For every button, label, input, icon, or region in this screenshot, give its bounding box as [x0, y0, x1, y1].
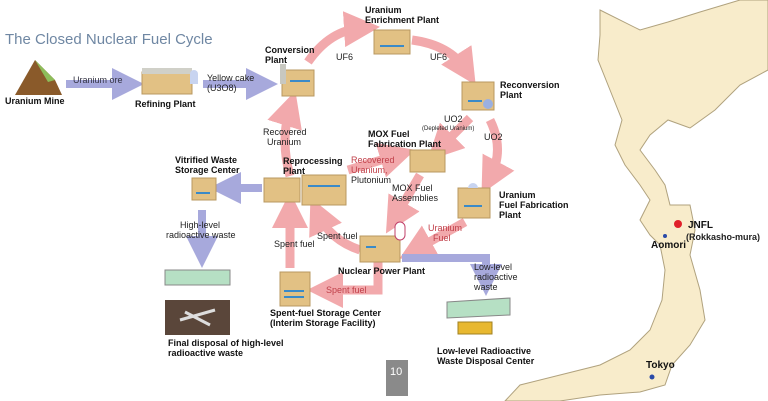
enrichment-plant-icon	[373, 29, 411, 55]
mox-plant-icon	[409, 149, 446, 173]
high-level-label-2: radioactive waste	[166, 230, 236, 240]
facility-labels: Uranium Mine Refining Plant Conversion P…	[5, 5, 569, 366]
npp-label: Nuclear Power Plant	[338, 266, 425, 276]
refining-plant-label: Refining Plant	[135, 99, 196, 109]
arrow-fuel-fab-to-npp	[399, 218, 468, 259]
tokyo-label: Tokyo	[646, 360, 675, 371]
uranium-fuel-label-1: Uranium	[428, 223, 462, 233]
fuel-fab-label-1: Uranium	[499, 190, 536, 200]
mox-label-1: MOX Fuel	[368, 129, 410, 139]
spent-fuel-label-c: Spent fuel	[326, 285, 367, 295]
final-disposal-icon	[164, 269, 231, 335]
enrichment-label-1: Uranium	[365, 5, 402, 15]
cycle-arrows	[267, 11, 515, 308]
fuel-fab-label-3: Plant	[499, 210, 521, 220]
page-title: The Closed Nuclear Fuel Cycle	[5, 31, 213, 48]
uranium-mine-icon	[15, 60, 62, 95]
page-number: 10	[390, 366, 402, 378]
arrow-conversion-to-enrichment	[304, 11, 380, 65]
vitrified-label-2: Storage Center	[175, 165, 240, 175]
facility-icons	[15, 29, 511, 335]
nuclear-power-plant-icon	[359, 221, 406, 263]
low-level-disposal-label-2: Waste Disposal Center	[437, 356, 535, 366]
reprocessing-label-1: Reprocessing	[283, 156, 343, 166]
jnfl-label: JNFL	[688, 220, 713, 231]
low-level-label-1: Low-level	[474, 262, 512, 272]
arrow-enrichment-to-reconversion	[411, 35, 476, 86]
conversion-plant-icon	[280, 64, 315, 97]
recovered-uranium-label-2: Uranium	[267, 137, 301, 147]
arrow-npp-to-low-level	[402, 254, 502, 296]
yellow-cake-formula: (U3O8)	[207, 83, 237, 93]
conversion-label-2: Plant	[265, 55, 287, 65]
material-arrows	[66, 68, 502, 296]
uranium-fuel-fab-icon	[457, 183, 491, 219]
reconversion-plant-icon	[461, 81, 495, 111]
mox-assemblies-label-2: Assemblies	[392, 193, 439, 203]
jnfl-location-dot	[674, 220, 682, 228]
uo2-depleted-label: UO2	[444, 114, 463, 124]
arrow-reprocessing-to-conversion	[267, 90, 302, 178]
conversion-label-1: Conversion	[265, 45, 315, 55]
high-level-label-1: High-level	[180, 220, 220, 230]
arrow-reconversion-to-mox	[427, 114, 474, 161]
tokyo-location-dot	[649, 374, 655, 380]
reconversion-label-1: Reconversion	[500, 80, 560, 90]
low-level-disposal-icon	[446, 297, 511, 335]
low-level-disposal-label-1: Low-level Radioactive	[437, 346, 531, 356]
uo2-label: UO2	[484, 132, 503, 142]
arrow-npp-to-reprocessing	[309, 197, 362, 255]
yellow-cake-label: Yellow cake	[207, 73, 254, 83]
jnfl-sublabel: (Rokkasho-mura)	[686, 232, 760, 242]
reconversion-label-2: Plant	[500, 90, 522, 100]
uranium-ore-label: Uranium ore	[73, 75, 123, 85]
mox-assemblies-label-1: MOX Fuel	[392, 183, 433, 193]
page-number-box	[386, 360, 408, 396]
arrow-mox-to-npp	[385, 172, 424, 234]
recovered-u-pu-label-3: Plutonium	[351, 175, 391, 185]
aomori-location-dot	[663, 234, 667, 238]
spent-fuel-label-a: Spent fuel	[317, 231, 358, 241]
uranium-fuel-label-2: Fuel	[433, 233, 451, 243]
spent-fuel-storage-icon	[279, 271, 311, 307]
flow-labels: Uranium ore Yellow cake (U3O8) UF6 UF6 U…	[73, 52, 518, 295]
final-disposal-label-2: radioactive waste	[168, 348, 243, 358]
uf6-label-a: UF6	[336, 52, 353, 62]
aomori-label: Aomori	[651, 240, 686, 251]
fuel-fab-label-2: Fuel Fabrication	[499, 200, 569, 210]
reprocessing-label-2: Plant	[283, 166, 305, 176]
vitrified-storage-icon	[191, 177, 217, 201]
arrow-reprocessing-to-mox	[346, 142, 416, 178]
mox-label-2: Fabrication Plant	[368, 139, 441, 149]
japan-map: JNFL (Rokkasho-mura) Aomori Tokyo	[504, 0, 768, 401]
final-disposal-label-1: Final disposal of high-level	[168, 338, 284, 348]
spent-storage-label-2: (Interim Storage Facility)	[270, 318, 376, 328]
arrow-npp-to-storage	[307, 262, 383, 308]
arrow-reconversion-to-fuel-fab	[481, 117, 515, 194]
enrichment-label-2: Enrichment Plant	[365, 15, 439, 25]
depleted-uranium-note: (Depleted Uranium)	[422, 126, 474, 132]
reprocessing-plant-icon	[263, 174, 347, 206]
vitrified-label-1: Vitrified Waste	[175, 155, 237, 165]
uf6-label-b: UF6	[430, 52, 447, 62]
refining-plant-icon	[141, 68, 198, 95]
spent-storage-label-1: Spent-fuel Storage Center	[270, 308, 382, 318]
recovered-u-pu-label-2: Uranium,	[351, 165, 388, 175]
low-level-label-2: radioactive	[474, 272, 518, 282]
low-level-label-3: waste	[473, 282, 498, 292]
spent-fuel-label-b: Spent fuel	[274, 239, 315, 249]
recovered-u-pu-label-1: Recovered	[351, 155, 395, 165]
recovered-uranium-label-1: Recovered	[263, 127, 307, 137]
uranium-mine-label: Uranium Mine	[5, 96, 65, 106]
